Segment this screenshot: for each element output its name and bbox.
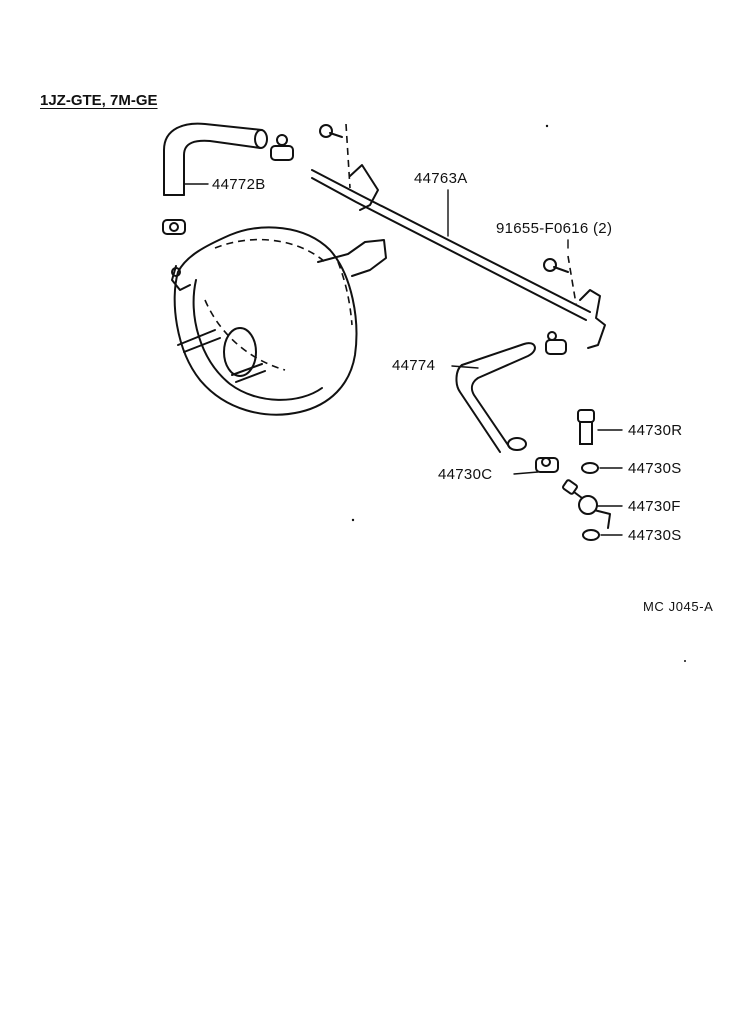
clamp-44730c: [513, 457, 559, 475]
label-44730s-2: 44730S: [628, 527, 682, 544]
speck: [684, 660, 686, 662]
gasket-lower: [582, 529, 623, 541]
gasket-upper: [581, 462, 623, 474]
diagram-code: MC J045-A: [643, 599, 714, 614]
label-44730s-1: 44730S: [628, 460, 682, 477]
label-91655: 91655-F0616 (2): [496, 220, 613, 237]
label-44730r: 44730R: [628, 422, 683, 439]
label-44774: 44774: [392, 357, 436, 374]
speck: [545, 124, 549, 128]
label-44772b: 44772B: [212, 176, 266, 193]
brake-booster: [171, 226, 387, 416]
clamp-mid: [545, 331, 567, 355]
bolt-upper: [319, 123, 351, 189]
hose-44774: [451, 342, 536, 453]
bolt-right: [543, 239, 577, 305]
label-44763a: 44763A: [414, 170, 468, 187]
clamp-upper-left: [162, 219, 186, 235]
label-44730f: 44730F: [628, 498, 681, 515]
label-44730c: 44730C: [438, 466, 493, 483]
check-valve-44730f: [562, 479, 623, 529]
speck: [351, 518, 355, 522]
valve-44730r: [577, 409, 623, 445]
diagram-title: 1JZ-GTE, 7M-GE: [40, 92, 158, 109]
pipe-44763a: [311, 164, 606, 349]
clamp-upper-right: [270, 134, 294, 161]
hose-44772b: [163, 122, 268, 196]
